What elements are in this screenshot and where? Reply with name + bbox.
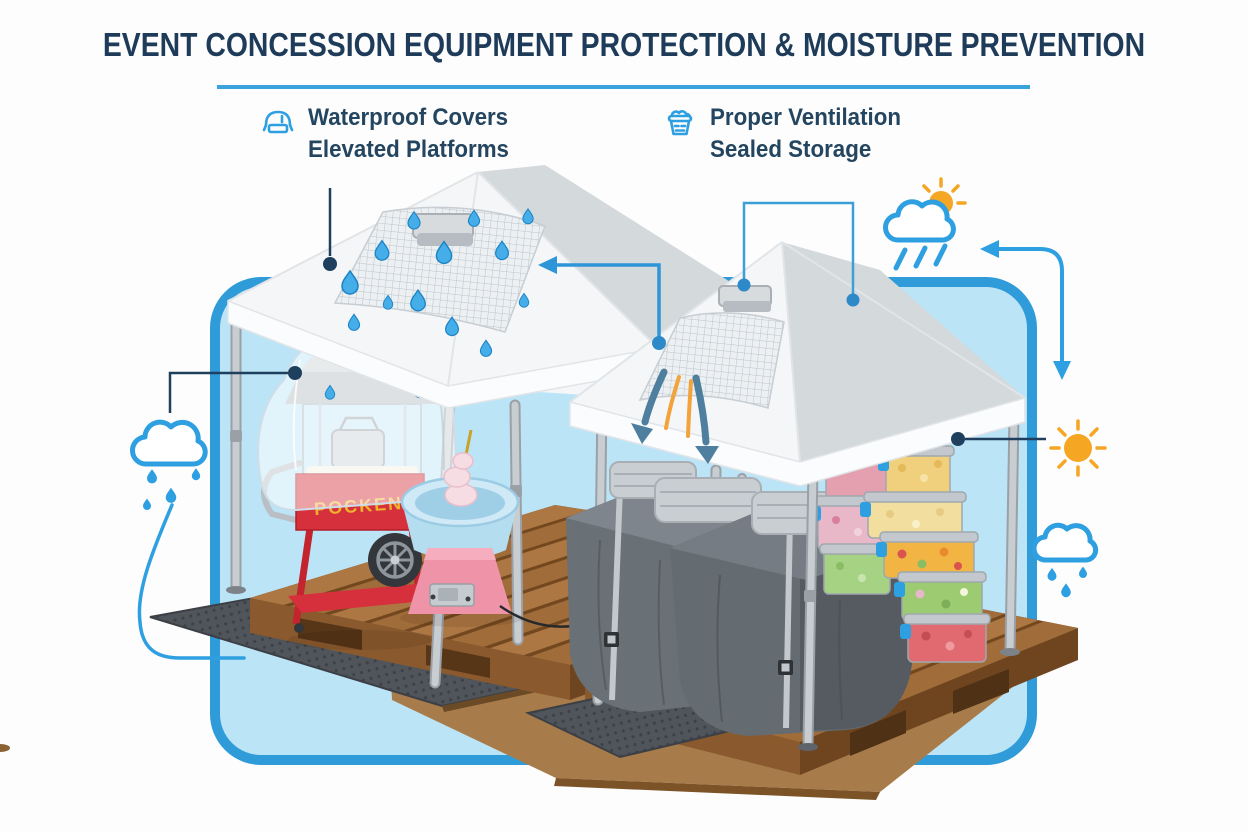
covered-equipment [566, 461, 916, 736]
airflow-arrows [631, 368, 719, 464]
legend-item-waterproof: Waterproof Covers Elevated Platforms [260, 102, 524, 166]
callout-ventilation-bracket [737, 201, 860, 307]
storage-bin-stack-right [860, 445, 991, 663]
arrow-tent-to-tent [538, 256, 666, 350]
tent-legs-front [226, 309, 1020, 751]
cotton-candy [443, 452, 478, 507]
rain-cloud-icon-left [130, 419, 208, 510]
sealed-storage-icon [667, 110, 693, 136]
legend-2-line-2: Sealed Storage [710, 136, 872, 163]
legend-1-line-1: Waterproof Covers [308, 104, 509, 131]
tarp-strap [783, 515, 793, 729]
storage-bin-stacks [810, 445, 991, 663]
cotton-candy-machine [400, 429, 586, 628]
arrow-weather-cycle [980, 240, 1071, 380]
tarp-covered-box-2 [670, 491, 916, 736]
sun-behind-rain-cloud-icon [883, 177, 967, 271]
page-title: EVENT CONCESSION EQUIPMENT PROTECTION & … [102, 26, 1146, 63]
legend-item-ventilation: Proper Ventilation Sealed Storage [662, 102, 915, 166]
title-underline-divider [217, 85, 1030, 89]
tarp-strap [609, 486, 623, 701]
rain-cloud-icon-right [1031, 522, 1099, 598]
tent-canopy-right [569, 241, 1026, 487]
sun-icon [1049, 419, 1107, 477]
waterproof-cover-icon [262, 110, 294, 134]
callout-lines [168, 188, 1046, 446]
legend-2-line-1: Proper Ventilation [710, 104, 901, 131]
callout-rain-to-cover [168, 371, 288, 413]
callout-rain-to-mat [137, 503, 246, 660]
legend-1-line-2: Elevated Platforms [308, 136, 509, 163]
folded-cover [654, 477, 762, 523]
